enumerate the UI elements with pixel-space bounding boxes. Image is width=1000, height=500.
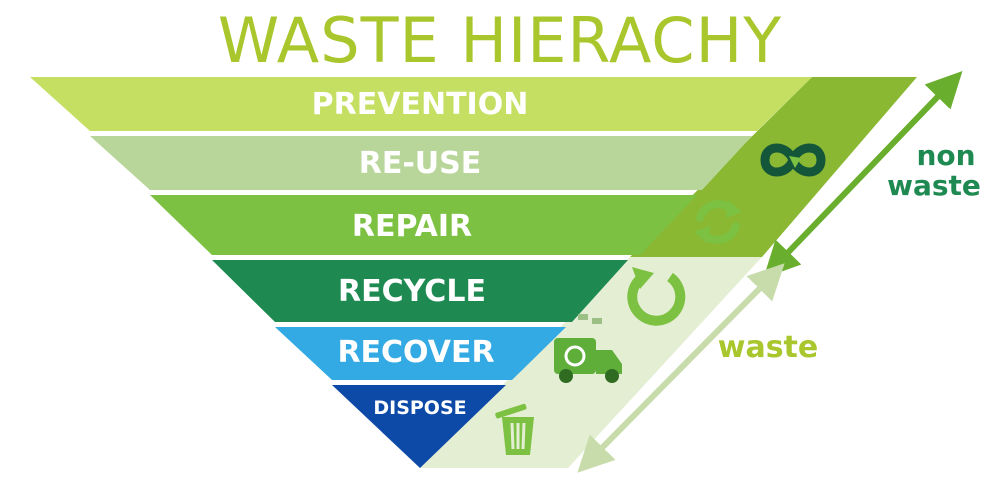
tier-recover-label: RECOVER bbox=[337, 335, 494, 370]
waste-arrow bbox=[577, 263, 785, 473]
trash-bin-icon bbox=[495, 403, 534, 455]
waste-label: waste bbox=[718, 330, 819, 365]
tier-reuse-label: RE-USE bbox=[359, 146, 482, 181]
non-waste-label-line1: non bbox=[916, 139, 975, 172]
tier-repair-label: REPAIR bbox=[352, 209, 472, 244]
tier-reuse-band bbox=[90, 136, 752, 190]
page-title: WASTE HIERACHY bbox=[218, 4, 782, 77]
tier-repair-band bbox=[150, 195, 697, 255]
tier-prevention-label: PREVENTION bbox=[312, 87, 529, 122]
tier-recover-band bbox=[275, 327, 566, 380]
tier-prevention-band bbox=[30, 77, 812, 131]
non-waste-label-line2: waste bbox=[887, 169, 981, 202]
tier-dispose-label: DISPOSE bbox=[373, 397, 466, 419]
tier-recycle-label: RECYCLE bbox=[338, 274, 486, 309]
tier-dispose-band bbox=[332, 385, 506, 468]
tier-recycle-band bbox=[212, 260, 628, 322]
recycle-arrows-icon bbox=[694, 200, 742, 244]
non-waste-arrow bbox=[763, 71, 963, 278]
hierarchy-tiers: PREVENTION RE-USE REPAIR RECYCLE RECOVER… bbox=[30, 77, 812, 468]
